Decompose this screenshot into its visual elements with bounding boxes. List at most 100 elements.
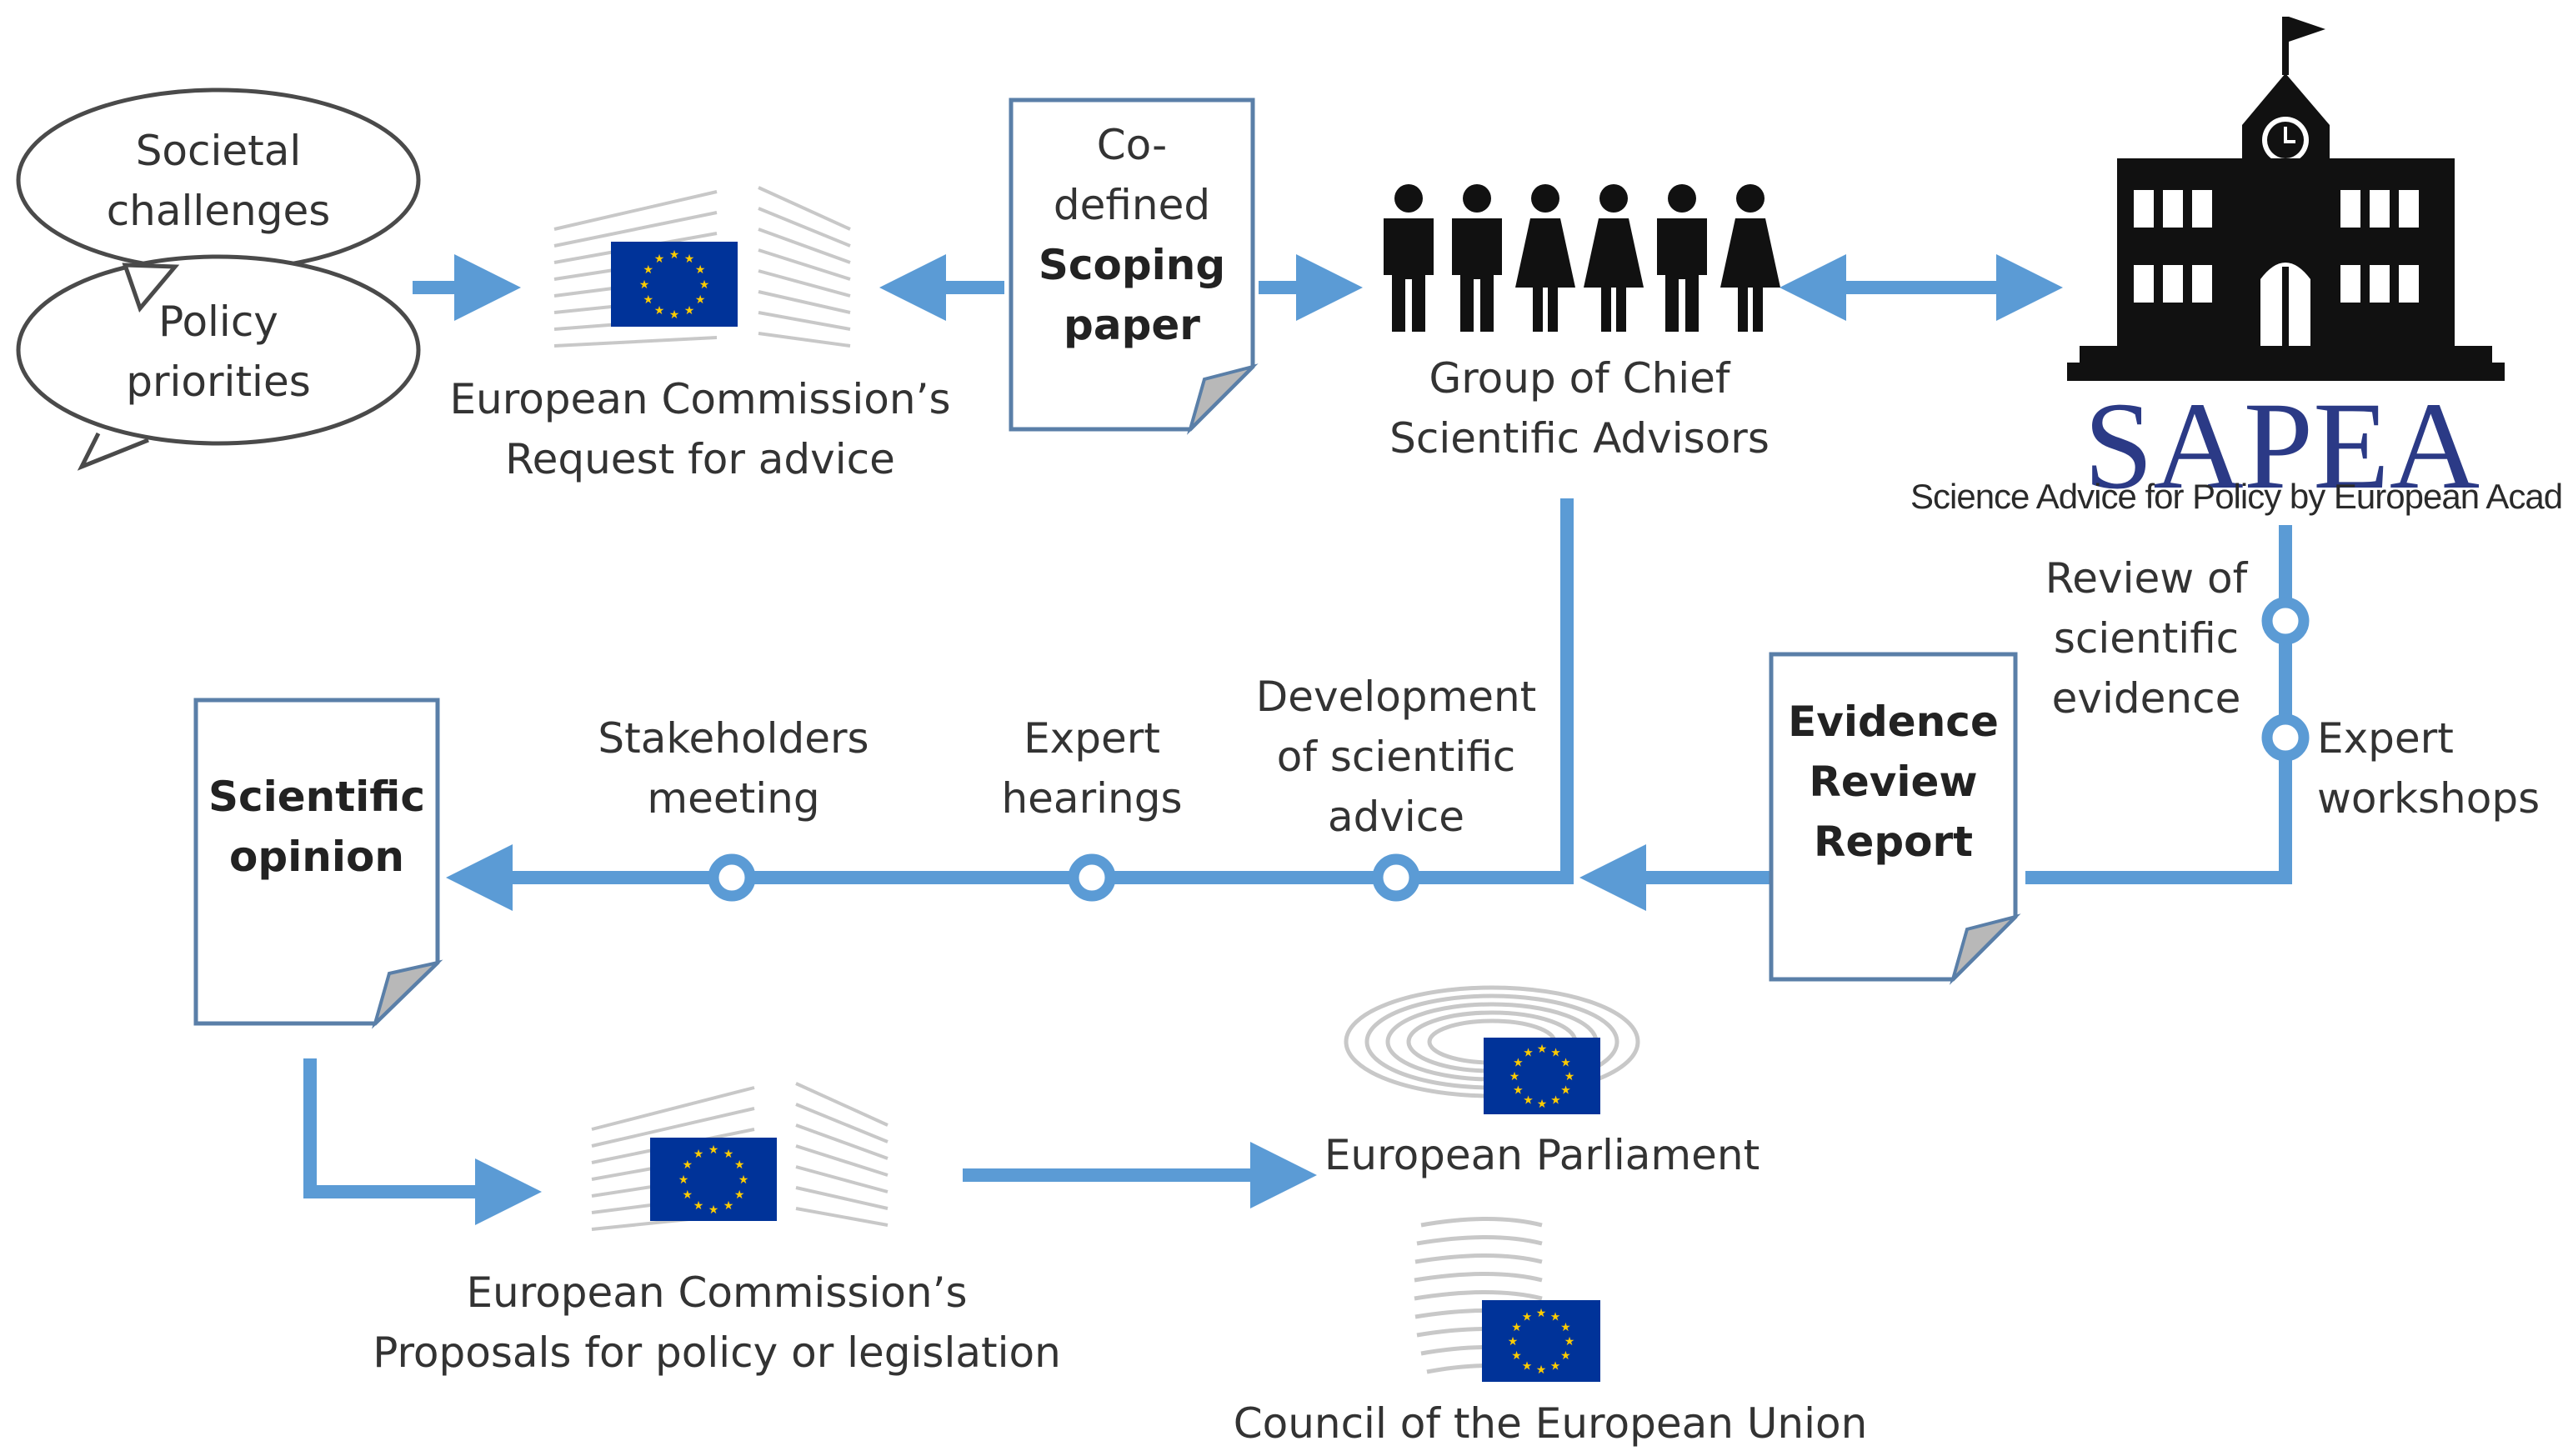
window-pane: [2370, 190, 2390, 228]
window-pane: [2192, 265, 2212, 303]
eu-star: ★: [1522, 1358, 1533, 1372]
commission-request-line-2: Request for advice: [505, 435, 895, 483]
eu-star: ★: [708, 1203, 719, 1216]
sapea-tagline: Science Advice for Policy by European Ac…: [1910, 477, 2563, 516]
opinion-line-2: opinion: [229, 833, 404, 881]
policy-line-2: priorities: [126, 358, 311, 406]
scoping-line-3: Scoping: [1038, 241, 1226, 289]
eu-star: ★: [723, 1198, 734, 1212]
scoping-line-1: Co-: [1096, 121, 1168, 169]
eu-star: ★: [1560, 1348, 1571, 1362]
window-pane: [2399, 190, 2419, 228]
window-pane: [2163, 265, 2183, 303]
gcsa-line-1: Group of Chief: [1429, 354, 1730, 403]
eu-star: ★: [1550, 1358, 1561, 1372]
eu-star: ★: [654, 252, 665, 265]
scientific-opinion-label: Scientific opinion: [196, 767, 438, 887]
eu-star: ★: [1509, 1069, 1520, 1083]
review-line-2: scientific: [2053, 614, 2240, 663]
window-pane: [2340, 265, 2360, 303]
eu-star: ★: [1522, 1310, 1533, 1323]
man-icon: [1384, 184, 1434, 332]
door-divider: [2282, 267, 2289, 346]
eu-star: ★: [669, 308, 680, 321]
eu-star: ★: [1550, 1045, 1561, 1058]
building-windows: [2134, 190, 2419, 346]
workshops-line-1: Expert: [2317, 714, 2454, 763]
review-line-3: evidence: [2051, 674, 2241, 723]
policy-line-1: Policy: [158, 298, 278, 346]
window-pane: [2370, 265, 2390, 303]
council-label: Council of the European Union: [1233, 1399, 1868, 1448]
eu-star: ★: [708, 1143, 719, 1156]
opinion-line-1: Scientific: [208, 773, 426, 821]
eu-star: ★: [683, 1188, 693, 1201]
window-pane: [2192, 190, 2212, 228]
eu-star: ★: [678, 1173, 689, 1186]
development-advice-label: Development of scientific advice: [1242, 667, 1550, 847]
eu-star: ★: [1550, 1310, 1561, 1323]
man-icon: [1657, 184, 1707, 332]
societal-challenges-label: Societal challenges: [81, 121, 356, 241]
window-pane: [2399, 265, 2419, 303]
development-line-2: of scientific: [1276, 733, 1516, 781]
woman-icon: [1720, 184, 1780, 332]
policy-priorities-bubble: [16, 254, 421, 471]
commission-proposals-label: European Commission’s Proposals for poli…: [350, 1263, 1084, 1383]
proposals-line-2: Proposals for policy or legislation: [373, 1328, 1061, 1377]
advisors-people-icons: [1384, 184, 1780, 332]
stakeholders-line-1: Stakeholders: [598, 714, 869, 763]
european-commission-logo-bottom: ★★★★★★★★★★★★: [591, 1082, 889, 1231]
commission-request-line-1: European Commission’s: [449, 375, 951, 423]
node-development-advice: [1372, 853, 1420, 902]
eu-star: ★: [1536, 1363, 1547, 1376]
review-line-1: Review of: [2045, 554, 2248, 603]
stakeholders-line-2: meeting: [647, 774, 820, 823]
hearings-line-1: Expert: [1024, 714, 1160, 763]
development-line-3: advice: [1327, 793, 1465, 841]
evidence-line-3: Report: [1813, 818, 1974, 866]
eu-star: ★: [695, 293, 706, 306]
node-review-evidence: [2261, 597, 2310, 645]
evidence-line-2: Review: [1809, 758, 1978, 806]
eu-star: ★: [684, 252, 695, 265]
gcsa-label: Group of Chief Scientific Advisors: [1346, 348, 1813, 468]
workshops-line-2: workshops: [2317, 774, 2540, 823]
eu-star: ★: [1508, 1334, 1519, 1348]
window-pane: [2134, 190, 2154, 228]
eu-star: ★: [699, 278, 710, 291]
eu-star: ★: [684, 303, 695, 317]
eu-star: ★: [734, 1158, 745, 1171]
eu-star: ★: [693, 1198, 704, 1212]
stakeholders-meeting-label: Stakeholders meeting: [583, 708, 884, 828]
review-evidence-label: Review of scientific evidence: [2025, 548, 2267, 728]
eu-star: ★: [693, 1147, 704, 1160]
eu-star: ★: [1523, 1045, 1534, 1058]
woman-icon: [1515, 184, 1575, 332]
european-parliament-logo: ★★★★★★★★★★★★: [1344, 985, 1640, 1114]
council-logo: ★★★★★★★★★★★★: [1414, 1217, 1600, 1382]
eu-star: ★: [1564, 1334, 1575, 1348]
expert-workshops-label: Expert workshops: [2317, 708, 2559, 828]
window-pane: [2163, 190, 2183, 228]
node-expert-workshops: [2261, 713, 2310, 762]
eu-star: ★: [1550, 1093, 1561, 1107]
eu-star: ★: [683, 1158, 693, 1171]
scoping-line-4: paper: [1064, 301, 1200, 349]
european-commission-logo-top: ★★★★★★★★★★★★: [553, 186, 851, 348]
eu-star: ★: [1560, 1083, 1571, 1097]
gcsa-line-2: Scientific Advisors: [1389, 414, 1770, 463]
eu-star: ★: [1511, 1320, 1522, 1333]
eu-star: ★: [734, 1188, 745, 1201]
eu-star: ★: [723, 1147, 734, 1160]
node-stakeholders-meeting: [708, 853, 756, 902]
eu-star: ★: [1523, 1093, 1534, 1107]
scoping-line-2: defined: [1053, 181, 1211, 229]
eu-star: ★: [695, 263, 706, 276]
arrow-opinion-to-proposals: [303, 1058, 542, 1225]
eu-star: ★: [1513, 1056, 1524, 1069]
eu-star: ★: [1560, 1320, 1571, 1333]
window-pane: [2134, 265, 2154, 303]
